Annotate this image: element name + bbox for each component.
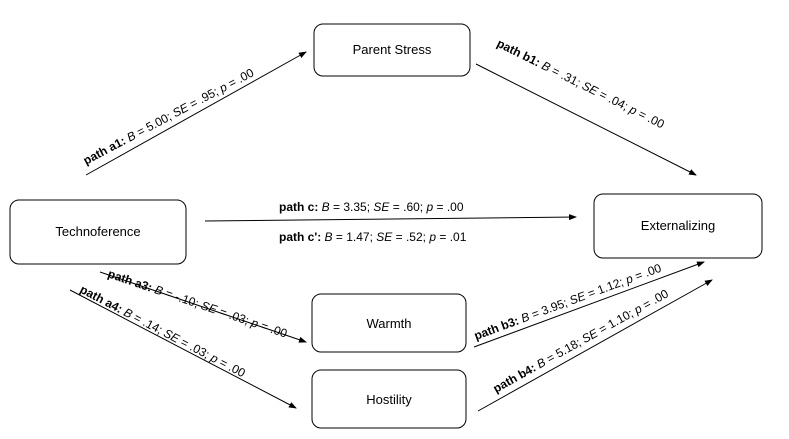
stat-eq: = [630, 267, 648, 285]
stat-sep: ; [243, 313, 254, 328]
path-name: path c': [279, 230, 325, 244]
stat-se-value: .04 [606, 92, 627, 112]
path-name: path a4: [78, 282, 128, 317]
stat-sep: ; [617, 274, 628, 289]
stat-eq: = [637, 295, 656, 314]
label-path-a1: path a1: B = 5.00; SE = .95; p = .00 [81, 65, 257, 167]
label-path-c: path c: B = 3.35; SE = .60; p = .00 [279, 200, 464, 214]
stat-b-value: .14 [141, 315, 163, 335]
path-name: path a3: [106, 267, 157, 296]
stat-b-value: .31 [559, 68, 580, 88]
node-technoference-box [9, 199, 187, 265]
edge-a1 [85, 51, 307, 176]
stat-se-symbol: SE [199, 298, 220, 317]
stat-b-value: -.10 [173, 289, 197, 309]
stat-eq: = [392, 230, 406, 244]
stat-se-symbol: SE [161, 326, 183, 346]
node-hostility-label: Hostility [366, 392, 412, 407]
stat-p-value: .00 [643, 261, 664, 280]
stat-p-symbol: p [425, 200, 433, 214]
label-path-c-prime: path c': B = 1.47; SE = .52; p = .01 [279, 230, 467, 244]
stat-b-symbol: B [322, 200, 330, 214]
stat-eq: = [436, 230, 450, 244]
stat-eq: = [593, 319, 612, 338]
stat-se-value: .52 [406, 230, 423, 244]
node-externalizing-box [593, 193, 763, 259]
stat-eq: = [131, 122, 150, 141]
edge-a4 [69, 289, 297, 409]
stat-eq: = [594, 86, 612, 105]
stat-eq: = [256, 318, 273, 336]
node-externalizing: Externalizing [593, 193, 763, 259]
stat-eq: = [633, 105, 651, 124]
stat-eq: = [214, 303, 231, 321]
stat-eq: = [333, 230, 347, 244]
edge-b1 [475, 63, 697, 176]
stat-p-symbol: p [428, 230, 436, 244]
stat-se-value: .60 [403, 200, 420, 214]
stat-p-value: .00 [269, 322, 290, 341]
stat-se-value: .03 [227, 308, 248, 327]
stat-eq: = [433, 200, 447, 214]
node-warmth-box [311, 293, 467, 353]
stat-p-value: .00 [226, 360, 248, 380]
stat-eq: = [541, 348, 560, 367]
stat-eq: = [175, 333, 194, 352]
stat-se-symbol: SE [376, 230, 393, 244]
node-technoference-label: Technoference [55, 224, 140, 239]
stat-eq: = [214, 354, 233, 373]
path-name: path a1: [81, 132, 131, 168]
stat-eq: = [547, 62, 565, 81]
path-name: path c: [279, 200, 322, 214]
stat-sep: ; [367, 200, 374, 214]
stat-sep: ; [561, 294, 572, 309]
label-path-a3: path a3: B = -.10; SE = .03; p = .00 [106, 267, 289, 341]
node-hostility: Hostility [311, 369, 467, 429]
stat-p-value: .00 [645, 111, 666, 131]
stat-eq: = [160, 285, 177, 303]
edge-b3 [473, 261, 705, 348]
node-hostility-box [311, 369, 467, 429]
stat-se-symbol: SE [373, 200, 390, 214]
stat-b-value: 3.35 [343, 200, 367, 214]
edge-a3 [99, 271, 307, 343]
stat-b-value: 1.47 [346, 230, 370, 244]
node-warmth: Warmth [311, 293, 467, 353]
node-technoference: Technoference [9, 199, 187, 265]
edge-b4 [477, 279, 713, 412]
stat-eq: = [184, 94, 203, 113]
node-parent-stress: Parent Stress [313, 23, 471, 77]
stat-p-value: .00 [447, 200, 464, 214]
stat-sep: ; [420, 200, 427, 214]
node-parent-stress-label: Parent Stress [353, 42, 432, 57]
stat-sep: ; [370, 230, 377, 244]
stat-eq: = [128, 309, 147, 328]
node-warmth-label: Warmth [366, 316, 411, 331]
edge-c [204, 214, 577, 222]
stat-p-value: .01 [450, 230, 467, 244]
stat-eq: = [330, 200, 344, 214]
stat-eq: = [527, 305, 545, 323]
stat-se-value: .03 [188, 340, 210, 360]
node-parent-stress-box [313, 23, 471, 77]
stat-se-symbol: SE [580, 79, 601, 99]
stat-eq: = [223, 73, 242, 92]
stat-b-symbol: B [325, 230, 333, 244]
node-externalizing-label: Externalizing [641, 218, 715, 233]
stat-eq: = [389, 200, 403, 214]
stat-eq: = [583, 284, 601, 302]
path-name: path b1: [495, 36, 546, 71]
stat-sep: ; [423, 230, 430, 244]
stat-se-symbol: SE [568, 288, 589, 307]
stat-sep: ; [193, 296, 204, 311]
